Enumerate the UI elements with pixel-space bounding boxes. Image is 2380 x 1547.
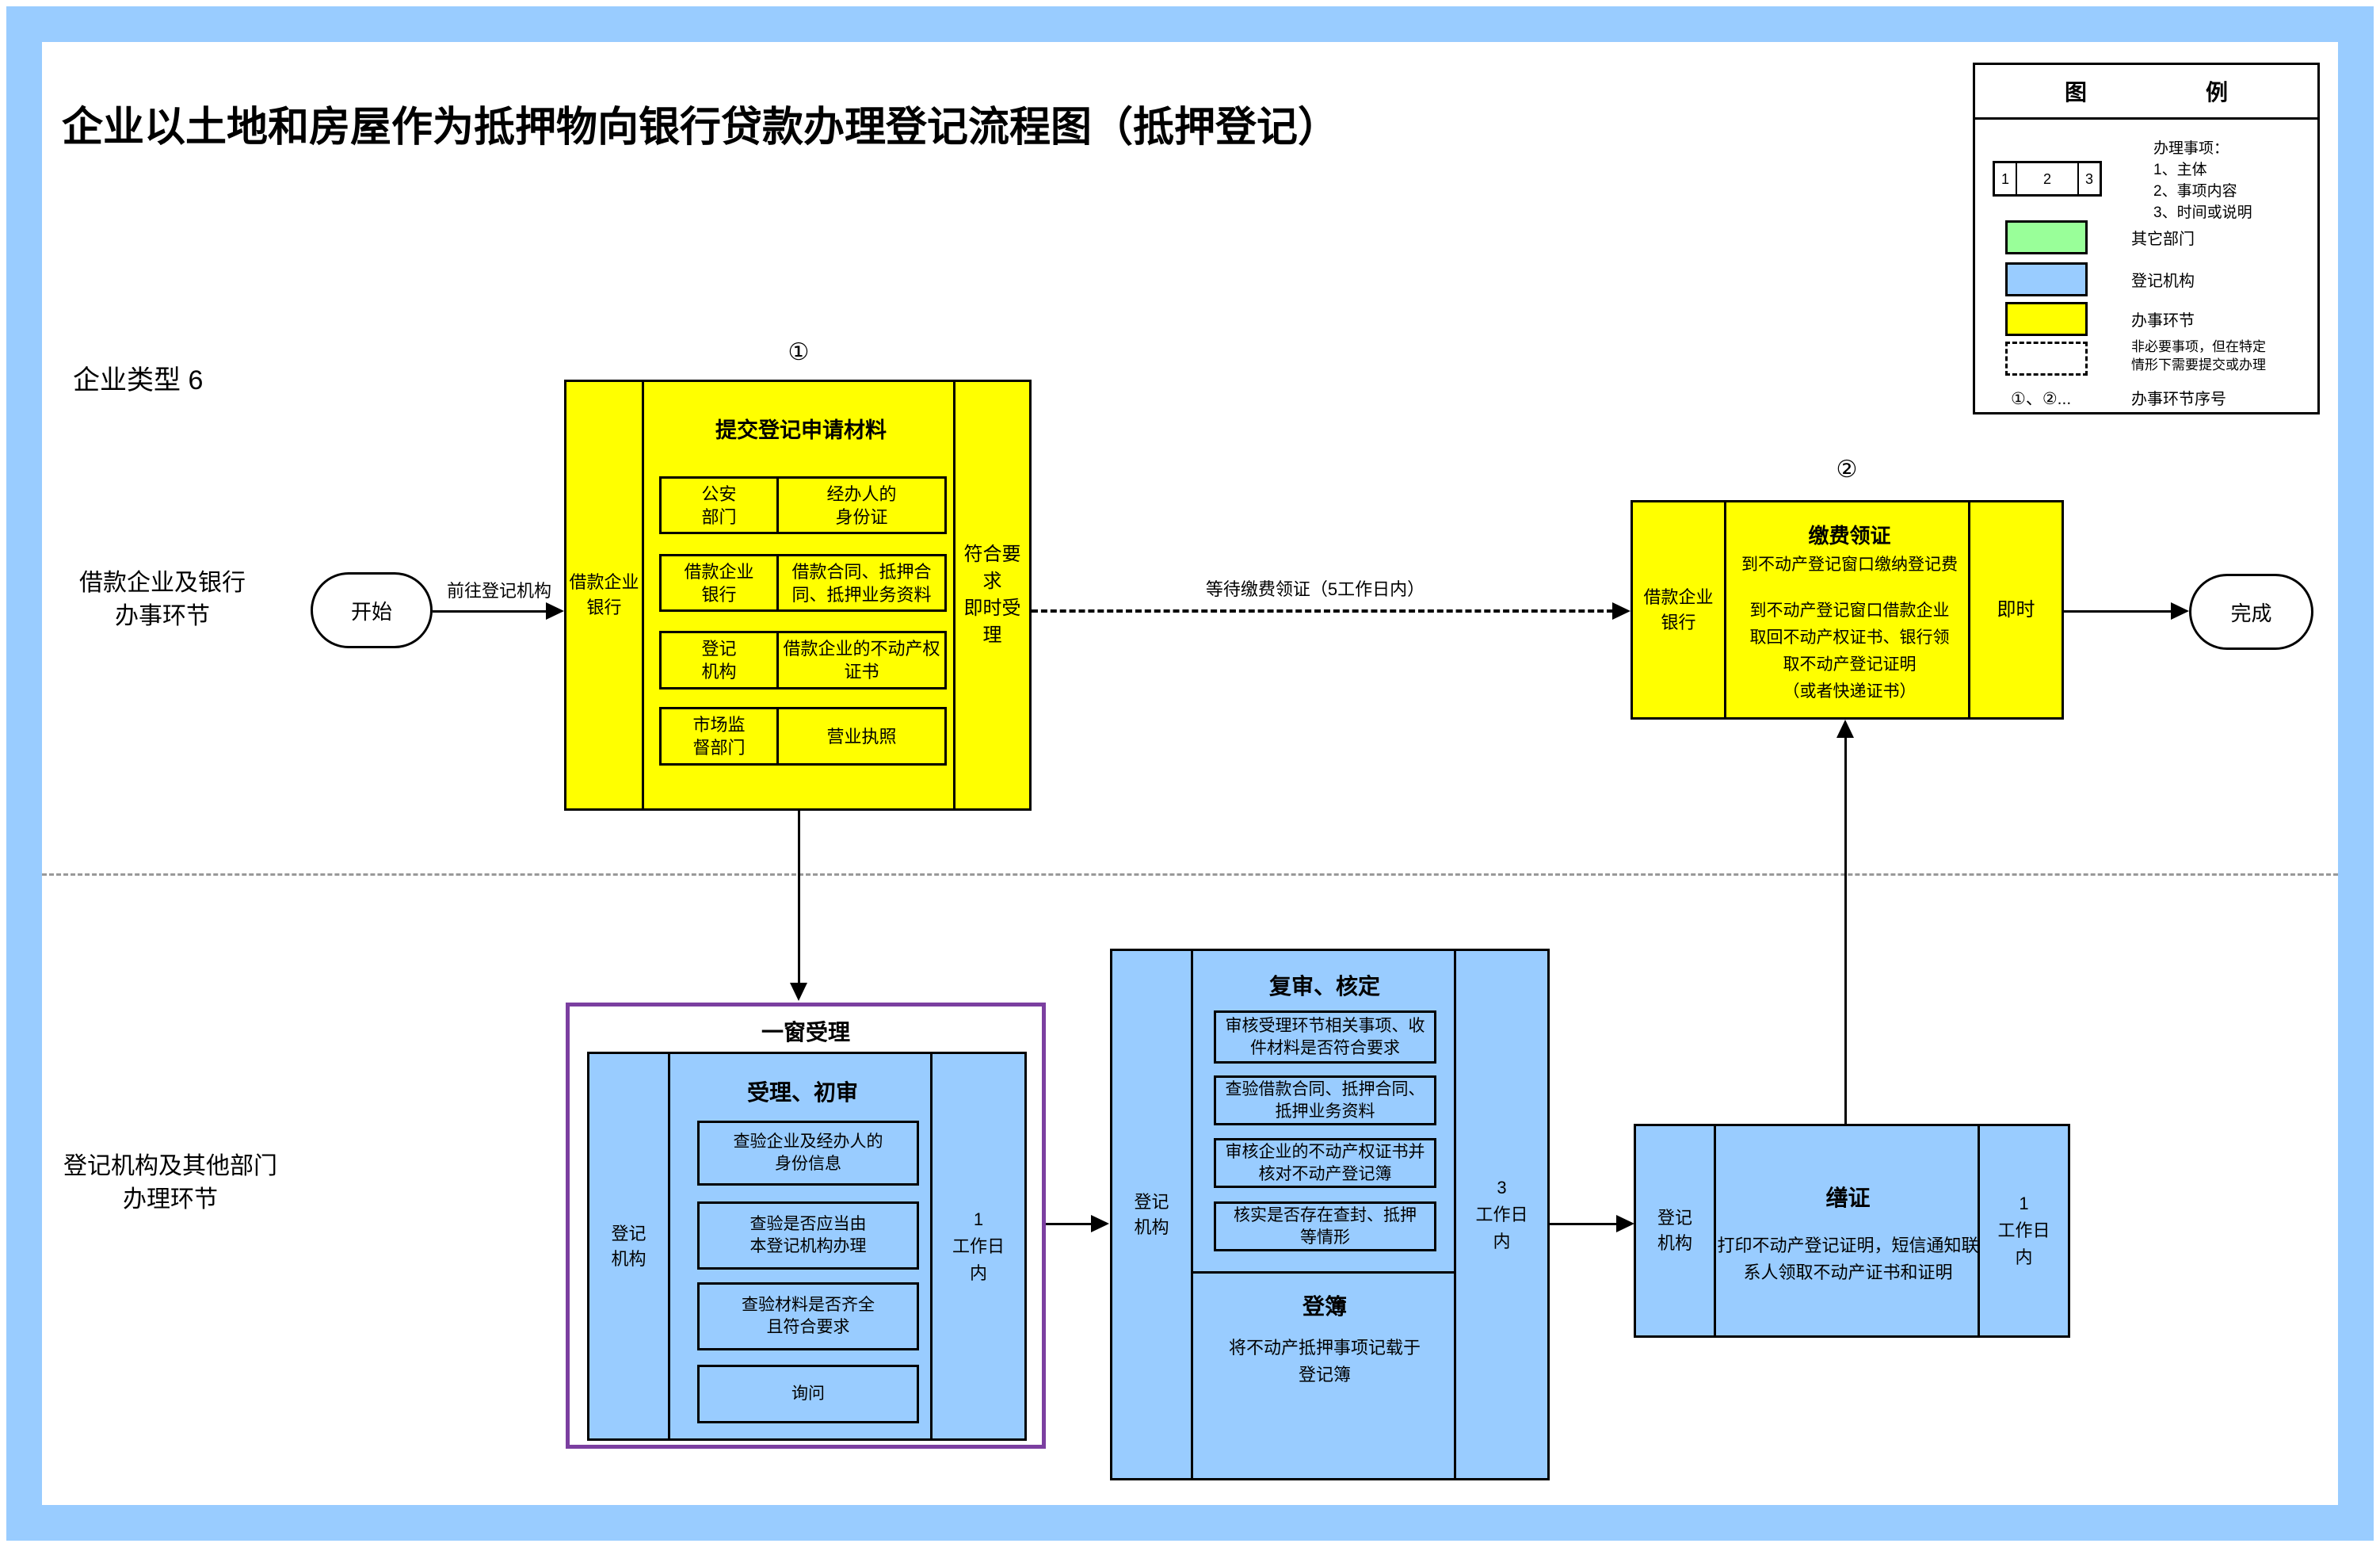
arrow-start-to-step1-head [546,602,564,620]
arrow-step2-to-finish-line [2064,610,2172,613]
legend-seq-symbol: ①、②... [2011,390,2072,408]
finish-terminal: 完成 [2189,574,2313,650]
arrow-step1-down-head [790,983,807,1001]
step1-row-2-source: 借款企业 银行 [662,556,779,609]
legend-swatch-other-dept [2005,220,2088,254]
arrow-review-to-cert-line [1550,1223,1617,1225]
step1-box: 借款企业 银行 符合要求 即时受理 提交登记申请材料 公安 部门 经办人的 身份… [564,380,1032,811]
review-box: 登记 机构 3 工作日 内 复审、核定 审核受理环节相关事项、收 件材料是否符合… [1110,949,1550,1480]
step1-row-3: 登记 机构 借款企业的不动产权 证书 [659,631,947,689]
step1-row-3-material: 借款企业的不动产权 证书 [783,639,940,682]
legend-notes: 办理事项： 1、主体 2、事项内容 3、时间或说明 [2153,140,2252,221]
legend-swatch-registry [2005,262,2088,296]
arrow-start-to-step1-label: 前往登记机构 [446,581,551,601]
step1-time-cell: 符合要求 即时受理 [953,382,1029,808]
step1-row-1-source: 公安 部门 [662,479,779,532]
legend-seq-label: 办事环节序号 [2131,391,2226,408]
arrow-wait-label: 等待缴费领证（5工作日内） [1205,579,1425,599]
step2-subject-cell: 借款企业 银行 [1633,502,1726,717]
step2-line2: 到不动产登记窗口借款企业 取回不动产权证书、银行领 取不动产登记证明 （或者快递… [1749,602,1950,701]
step2-number: ② [1836,456,1858,483]
legend-title-left: 图 [2064,80,2087,105]
arrow-step1-down-line [798,811,800,984]
lane-label-top: 借款企业及银行 办事环节 [79,570,246,629]
window-inner-box: 登记 机构 1 工作日 内 受理、初审 查验企业及经办人的 身份信息 查验是否应… [587,1052,1027,1441]
arrow-cert-to-step2-head [1836,720,1854,738]
arrow-cert-to-step2-line [1844,737,1847,1124]
cert-body: 打印不动产登记证明，短信通知联 系人领取不动产证书和证明 [1717,1236,1979,1282]
arrow-wait-head [1612,602,1631,620]
review-check-acceptance: 审核受理环节相关事项、收 件材料是否符合要求 [1214,1010,1436,1064]
cert-box: 登记 机构 1 工作日 内 缮证 打印不动产登记证明，短信通知联 系人领取不动产… [1634,1124,2070,1338]
enterprise-type-label: 企业类型 6 [73,365,204,395]
legend-sample-box: 1 2 3 [1993,161,2102,197]
legend-label-other-dept: 其它部门 [2131,231,2195,248]
legend-title: 图 例 [1975,65,2317,120]
legend-label-step: 办事环节 [2131,312,2195,330]
review-check-contracts: 查验借款合同、抵押合同、 抵押业务资料 [1214,1075,1436,1125]
page-border-frame [6,6,2374,1541]
step1-number: ① [788,338,810,365]
window-inquiry: 询问 [697,1365,919,1423]
step2-box: 借款企业 银行 即时 缴费领证 到不动产登记窗口缴纳登记费 到不动产登记窗口借款… [1631,500,2064,720]
step1-row-1: 公安 部门 经办人的 身份证 [659,476,947,534]
arrow-step2-to-finish-head [2171,602,2189,620]
review-time-cell: 3 工作日 内 [1454,951,1547,1478]
window-title: 一窗受理 [761,1020,850,1045]
review-title: 复审、核定 [1268,974,1380,999]
review-subject-cell: 登记 机构 [1112,951,1193,1478]
arrow-start-to-step1-line [433,610,548,613]
register-title: 登簿 [1302,1294,1347,1319]
window-inner-title: 受理、初审 [746,1080,858,1105]
review-section-divider [1193,1271,1456,1274]
window-box: 一窗受理 登记 机构 1 工作日 内 受理、初审 查验企业及经办人的 身份信息 … [566,1003,1046,1449]
lane-label-bottom: 登记机构及其他部门 办理环节 [63,1153,277,1213]
step1-subject-cell: 借款企业 银行 [566,382,644,808]
cert-subject-cell: 登记 机构 [1636,1126,1716,1335]
arrow-window-to-review-head [1091,1215,1109,1232]
window-subject-cell: 登记 机构 [589,1054,670,1438]
legend-sample-cell-1: 1 [1995,163,2017,194]
cert-title: 缮证 [1825,1186,1871,1210]
step1-row-3-source: 登记 机构 [662,633,779,687]
legend-label-registry: 登记机构 [2131,273,2195,290]
step1-row-1-material: 经办人的 身份证 [826,483,897,527]
legend-sample-cell-3: 3 [2077,163,2100,194]
start-terminal: 开始 [311,572,433,648]
step1-row-4-material: 营业执照 [826,726,897,747]
step1-row-4: 市场监 督部门 营业执照 [659,707,947,766]
arrow-review-to-cert-head [1616,1215,1634,1232]
step2-time-cell: 即时 [1968,502,2062,717]
step1-row-2-material: 借款合同、抵押合 同、抵押业务资料 [791,561,932,605]
legend: 图 例 1 2 3 办理事项： 1、主体 2、事项内容 3、时间或说明 其它部门… [1973,63,2320,414]
step1-row-2: 借款企业 银行 借款合同、抵押合 同、抵押业务资料 [659,554,947,612]
step1-row-4-source: 市场监 督部门 [662,709,779,763]
review-check-certificate: 审核企业的不动产权证书并 核对不动产登记簿 [1214,1138,1436,1188]
window-check-identity: 查验企业及经办人的 身份信息 [697,1121,919,1186]
register-body: 将不动产抵押事项记载于 登记簿 [1228,1338,1421,1385]
step2-title: 缴费领证 [1808,523,1891,548]
legend-swatch-step [2005,302,2088,336]
legend-swatch-optional [2005,342,2088,376]
lane-divider [42,873,2338,876]
window-time-cell: 1 工作日 内 [930,1054,1024,1438]
cert-time-cell: 1 工作日 内 [1978,1126,2068,1335]
legend-sample-cell-2: 2 [2042,170,2051,187]
window-check-jurisdiction: 查验是否应当由 本登记机构办理 [697,1201,919,1270]
legend-label-optional: 非必要事项，但在特定 情形下需要提交或办理 [2131,339,2266,372]
step1-title: 提交登记申请材料 [715,418,887,442]
arrow-wait-line [1032,609,1613,613]
page-title: 企业以土地和房屋作为抵押物向银行贷款办理登记流程图（抵押登记） [62,105,1340,151]
step2-line1: 到不动产登记窗口缴纳登记费 [1741,556,1958,574]
arrow-window-to-review-line [1046,1223,1092,1225]
review-check-seizure: 核实是否存在查封、抵押 等情形 [1214,1201,1436,1251]
legend-title-right: 例 [2206,80,2229,105]
window-check-materials: 查验材料是否齐全 且符合要求 [697,1282,919,1350]
